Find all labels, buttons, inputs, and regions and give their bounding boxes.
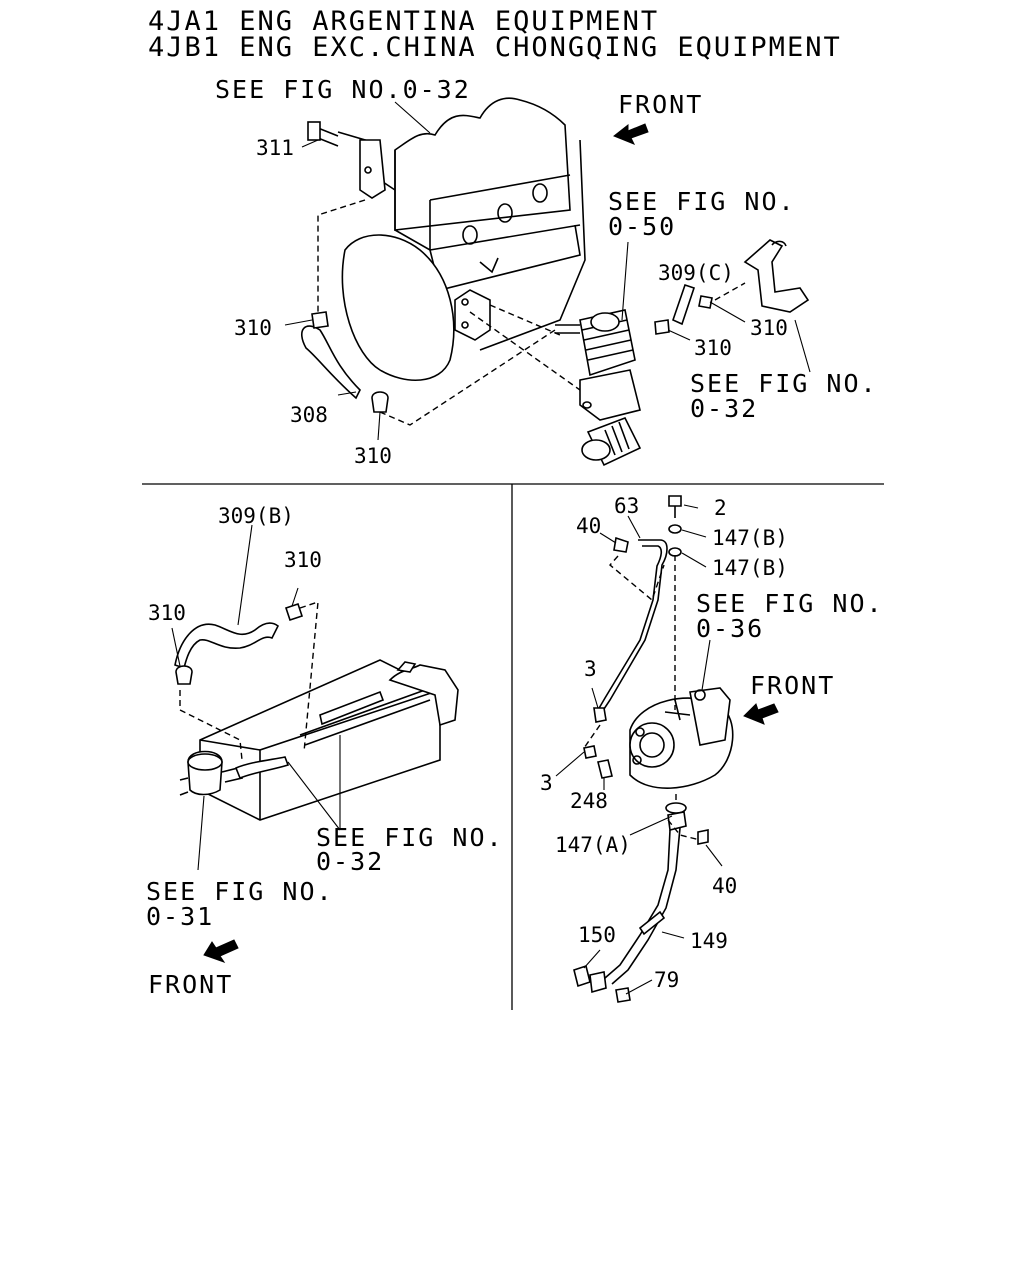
oil-cooler-drawing: [555, 309, 642, 467]
engine-block-drawing: [307, 97, 586, 381]
hose-309c: [672, 283, 696, 326]
label-147a: 147(A): [555, 833, 631, 857]
clamp-310-left: [311, 311, 329, 329]
hose-308: [301, 325, 361, 400]
see-fig-0-31-line2: 0-31: [146, 902, 214, 931]
turbocharger-drawing: [629, 687, 734, 789]
label-147b-2: 147(B): [712, 556, 788, 580]
see-fig-0-50-line1: SEE FIG NO.: [608, 187, 796, 216]
label-3-bottom: 3: [540, 771, 553, 795]
label-79: 79: [654, 968, 679, 992]
see-fig-0-32-bl-line2: 0-32: [316, 847, 384, 876]
see-fig-0-32-right-line2: 0-32: [690, 394, 758, 423]
see-fig-0-32-bl-line1: SEE FIG NO.: [316, 823, 504, 852]
label-40-bottom: 40: [712, 874, 737, 898]
see-fig-0-32-right-line1: SEE FIG NO.: [690, 369, 878, 398]
see-fig-0-36-line2: 0-36: [696, 614, 764, 643]
label-311: 311: [256, 136, 294, 160]
top-panel: SEE FIG NO.0-32 FRONT SEE FIG NO. 0-50 S…: [215, 75, 878, 468]
see-fig-0-31-line1: SEE FIG NO.: [146, 877, 334, 906]
hose-309b: [174, 622, 280, 670]
label-2: 2: [714, 496, 727, 520]
label-310-left-b: 310: [148, 601, 186, 625]
water-pipe-drawing: [743, 239, 810, 313]
see-fig-0-32-top: SEE FIG NO.0-32: [215, 75, 471, 104]
nut-79: [615, 987, 631, 1003]
clamp-310-top: [284, 602, 304, 622]
label-150: 150: [578, 923, 616, 947]
clamp-310-right: [698, 295, 713, 309]
front-label-br: FRONT: [750, 671, 835, 700]
label-63: 63: [614, 494, 639, 518]
gasket-150: [573, 964, 591, 988]
label-3-top: 3: [584, 657, 597, 681]
label-310-top: 310: [284, 548, 322, 572]
clamp-310-mid: [654, 319, 670, 335]
header-line-1: 4JA1 ENG ARGENTINA EQUIPMENT: [148, 6, 659, 37]
bolt-248: [597, 759, 613, 779]
bottom-right-panel: 63 2 40 147(B) 147(B) SEE FIG NO. 0-36 F…: [540, 494, 884, 1003]
see-fig-0-36-line1: SEE FIG NO.: [696, 589, 884, 618]
radiator-drawing: [179, 659, 459, 821]
clamp-310-bottom: [371, 391, 389, 413]
front-arrow-icon: [743, 703, 779, 725]
bolt-40-bottom: [697, 829, 709, 845]
label-248: 248: [570, 789, 608, 813]
label-310-left: 310: [234, 316, 272, 340]
bolt-2: [668, 495, 682, 507]
front-arrow-icon: [203, 939, 239, 963]
front-label-top: FRONT: [618, 90, 703, 119]
oil-feed-pipe-63: [599, 539, 668, 716]
bottom-left-panel: 309(B) 310 310 SEE FIG NO. 0-32 SEE FIG …: [146, 504, 504, 999]
washer-3-bottom: [583, 745, 597, 759]
bolt-40-top: [613, 536, 629, 553]
label-40-top: 40: [576, 514, 601, 538]
label-147b-1: 147(B): [712, 526, 788, 550]
see-fig-0-50-line2: 0-50: [608, 212, 676, 241]
front-label-bl: FRONT: [148, 970, 233, 999]
label-309b: 309(B): [218, 504, 294, 528]
label-310-bottom: 310: [354, 444, 392, 468]
label-149: 149: [690, 929, 728, 953]
label-310-mid: 310: [694, 336, 732, 360]
label-308: 308: [290, 403, 328, 427]
clamp-310-left-b: [175, 665, 193, 685]
label-310-right: 310: [750, 316, 788, 340]
front-arrow-icon: [613, 123, 649, 145]
header-line-2: 4JB1 ENG EXC.CHINA CHONGQING EQUIPMENT: [148, 32, 842, 63]
washer-3-top: [593, 707, 607, 723]
label-309c: 309(C): [658, 261, 734, 285]
